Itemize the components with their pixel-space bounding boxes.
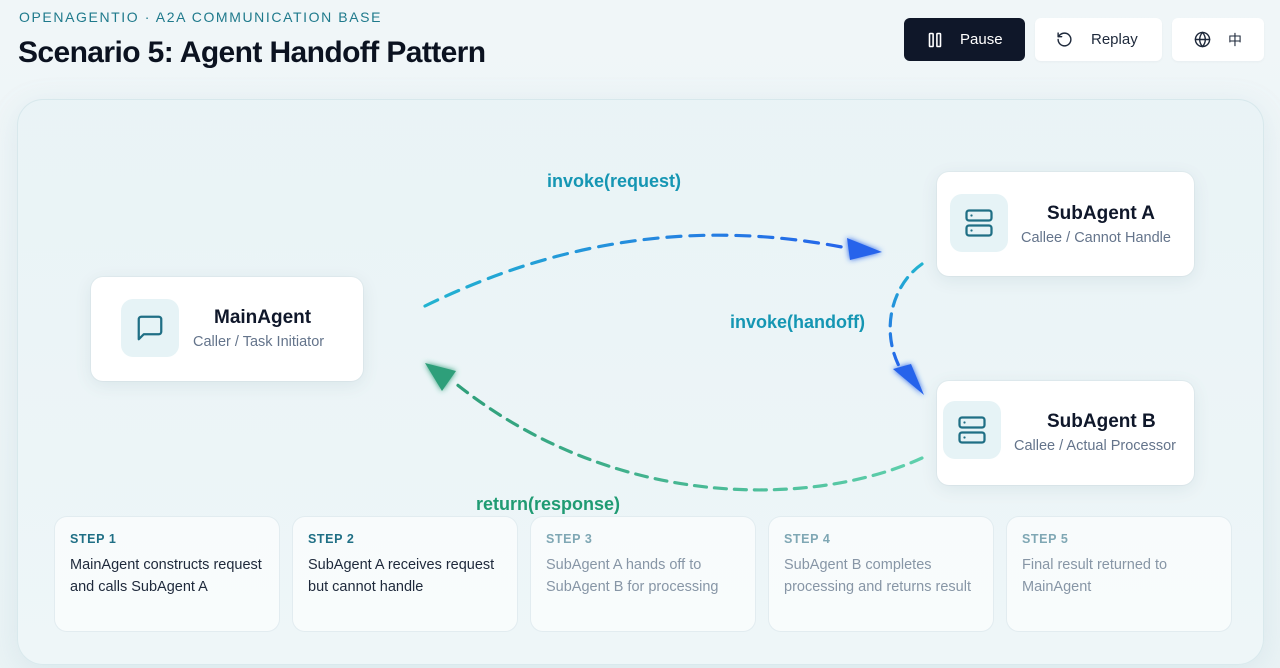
- step-text: SubAgent B completes processing and retu…: [784, 557, 971, 595]
- step-card-3: STEP 3 SubAgent A hands off to SubAgent …: [531, 517, 755, 631]
- edge-label-handoff: invoke(handoff): [730, 312, 865, 332]
- step-label: STEP 5: [1022, 532, 1069, 546]
- replay-button[interactable]: Replay: [1035, 18, 1162, 61]
- edge-label-response: return(response): [476, 494, 621, 514]
- rotate-ccw-icon: [1057, 32, 1072, 47]
- node-name: SubAgent A: [1047, 203, 1156, 224]
- pause-icon: [928, 32, 942, 47]
- step-text: Final result returned to MainAgent: [1022, 557, 1168, 595]
- step-card-5: STEP 5 Final result returned to MainAgen…: [1007, 517, 1231, 631]
- step-card-1: STEP 1 MainAgent constructs request and …: [55, 517, 279, 631]
- server-icon: [943, 401, 1001, 459]
- page-title: Scenario 5: Agent Handoff Pattern: [18, 36, 486, 69]
- node-subagent-a: SubAgent A Callee / Cannot Handle: [937, 172, 1194, 276]
- node-subagent-b: SubAgent B Callee / Actual Processor: [937, 381, 1194, 485]
- server-icon: [950, 194, 1008, 252]
- language-toggle-button[interactable]: 中: [1172, 18, 1264, 61]
- replay-button-label: Replay: [1091, 31, 1138, 48]
- node-name: MainAgent: [214, 307, 312, 328]
- step-text: SubAgent A hands off to SubAgent B for p…: [546, 557, 719, 595]
- node-name: SubAgent B: [1047, 411, 1156, 432]
- pause-button[interactable]: Pause: [904, 18, 1025, 61]
- step-label: STEP 4: [784, 532, 831, 546]
- pause-button-label: Pause: [960, 31, 1003, 48]
- globe-icon: [1194, 31, 1211, 48]
- language-toggle-label: 中: [1228, 32, 1242, 49]
- node-role: Callee / Cannot Handle: [1021, 230, 1171, 246]
- node-role: Caller / Task Initiator: [193, 334, 325, 350]
- step-label: STEP 1: [70, 532, 117, 546]
- step-text: MainAgent constructs request and calls S…: [70, 557, 262, 595]
- header: OPENAGENTIO · A2A COMMUNICATION BASE Sce…: [0, 0, 1280, 96]
- step-card-2: STEP 2 SubAgent A receives request but c…: [293, 517, 517, 631]
- step-label: STEP 2: [308, 532, 355, 546]
- step-text: SubAgent A receives request but cannot h…: [308, 557, 495, 595]
- overline: OPENAGENTIO · A2A COMMUNICATION BASE: [19, 9, 383, 25]
- message-square-icon: [121, 299, 179, 357]
- node-role: Callee / Actual Processor: [1014, 438, 1176, 454]
- step-label: STEP 3: [546, 532, 593, 546]
- edge-label-request: invoke(request): [547, 171, 682, 191]
- node-main-agent: MainAgent Caller / Task Initiator: [91, 277, 363, 381]
- step-card-4: STEP 4 SubAgent B completes processing a…: [769, 517, 993, 631]
